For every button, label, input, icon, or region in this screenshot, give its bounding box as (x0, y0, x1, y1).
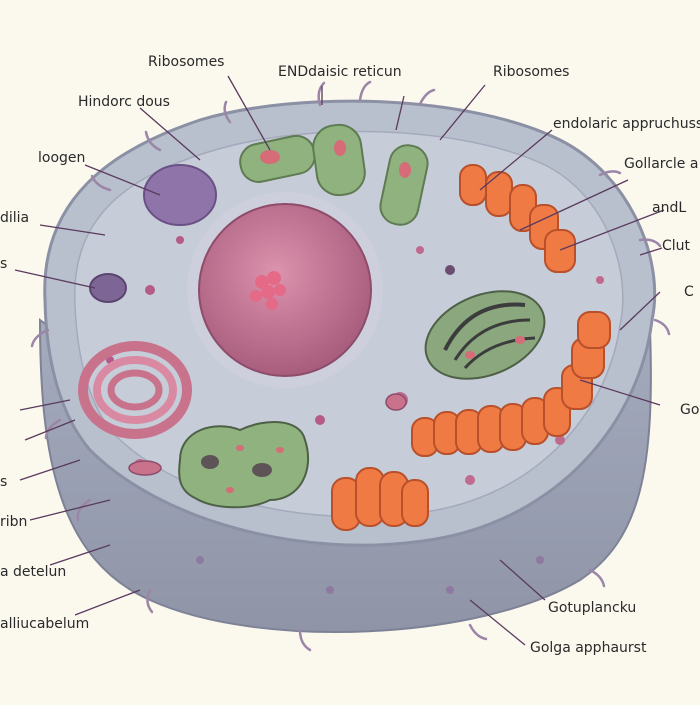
label-ribosomes-top: Ribosomes (148, 54, 224, 70)
label-detelun: a detelun (0, 564, 66, 580)
lysosome (128, 460, 162, 476)
labels: Ribosomes ENDdaisic reticun Ribosomes Hi… (0, 54, 700, 656)
label-s: s (0, 256, 7, 272)
label-c: C (684, 284, 694, 300)
golgi-arc (411, 311, 611, 457)
label-gotuplancku: Gotuplancku (548, 600, 636, 616)
label-ribosomes-right: Ribosomes (493, 64, 569, 80)
mitochondrion (424, 290, 546, 380)
label-clut: Clut (662, 238, 691, 254)
leader-lines (14, 75, 665, 646)
endoplasmic-reticulum (78, 341, 192, 439)
label-s-2: s (0, 474, 7, 490)
label-go: Go (680, 402, 699, 418)
label-gollarcle: Gollarcle a (624, 156, 698, 172)
mitochondria-top (239, 123, 429, 226)
label-ribn: ribn (0, 514, 27, 530)
label-golga: Golga apphaurst (530, 640, 647, 656)
purple-vesicle (143, 164, 217, 226)
small-purple-vesicle (89, 273, 127, 303)
label-hindorc: Hindorc dous (78, 94, 170, 110)
label-alliucabelum: alliucabelum (0, 616, 89, 632)
lysosome-2 (385, 393, 407, 411)
label-endoplasmic: ENDdaisic reticun (278, 64, 402, 80)
label-andl: andL (652, 200, 686, 216)
rough-er (178, 421, 310, 509)
golgi-stack-top (459, 164, 576, 273)
nucleolus (250, 271, 286, 310)
label-loogen: loogen (38, 150, 85, 166)
membrane-protrusions (30, 80, 671, 652)
golgi-cluster (331, 467, 429, 531)
nucleus (187, 192, 383, 388)
label-endolaric: endolaric appruchuss (553, 116, 700, 132)
label-dilia: dilia (0, 210, 29, 226)
